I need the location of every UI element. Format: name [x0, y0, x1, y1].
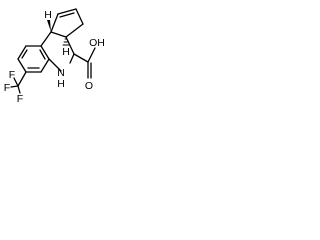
- atom-labels: N H OH O F F F H H: [4, 9, 105, 105]
- bond: [50, 13, 59, 33]
- carbonyl-oxygen-label: O: [85, 80, 93, 92]
- bond: [17, 71, 27, 87]
- bond: [75, 8, 84, 25]
- stereo-hydrogen-label: H: [44, 9, 52, 21]
- trifluoromethyl-group: [10, 71, 27, 94]
- piperidine-ring: [40, 31, 75, 72]
- bond: [17, 85, 21, 94]
- bond: [48, 58, 62, 72]
- bond: [65, 36, 75, 55]
- bond: [50, 31, 67, 38]
- hydroxyl-label: OH: [89, 37, 105, 49]
- cyclopentene-ring: [50, 8, 84, 38]
- bond: [40, 31, 52, 47]
- bond: [69, 53, 75, 64]
- double-bond-inner-line: [59, 12, 75, 18]
- nitrogen-hydrogen-label: H: [57, 78, 65, 90]
- fluorine-label: F: [9, 69, 15, 81]
- double-bond-inner-line: [39, 49, 46, 60]
- carboxylic-acid-group: [73, 47, 96, 79]
- bond: [17, 45, 27, 60]
- fluorine-label: F: [17, 93, 23, 105]
- bond: [40, 58, 50, 73]
- wedge-bond: [47, 20, 51, 32]
- bond: [57, 8, 77, 15]
- double-bond-inner-line: [21, 49, 28, 59]
- benzene-ring: [17, 45, 50, 73]
- nitrogen-label: N: [57, 67, 65, 79]
- bond: [17, 58, 27, 73]
- stereo-bonds: [47, 20, 70, 46]
- chemical-structure-diagram: N H OH O F F F H H: [4, 8, 105, 105]
- bond: [10, 85, 19, 88]
- bond: [40, 45, 50, 60]
- bond: [13, 77, 19, 87]
- bond: [65, 23, 84, 38]
- bond: [87, 47, 96, 63]
- bond: [73, 53, 89, 63]
- fluorine-label: F: [4, 82, 10, 94]
- stereo-hydrogen-label: H: [62, 46, 70, 58]
